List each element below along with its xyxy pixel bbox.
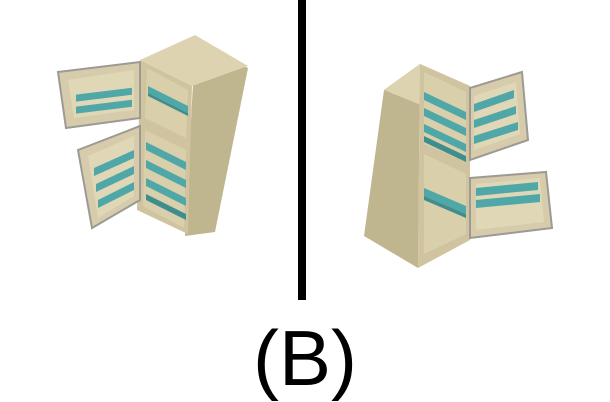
left-fridge-door-shelf [98,182,134,208]
right-fridge-upper-shelf [424,92,466,120]
vertical-divider [298,0,306,300]
right-fridge-door-shelf [476,182,538,196]
right-fridge-lower-shelf [424,188,466,214]
left-fridge-lower-shelf [146,194,186,220]
right-fridge-upper-shelf [424,108,466,136]
left-fridge-door-shelf [96,166,134,192]
left-fridge-door-shelf [76,99,132,114]
right-fridge-upper-shelf [424,136,466,162]
left-fridge-lower-shelf [146,142,186,170]
right-fridge-illustration [364,64,554,268]
right-fridge-side [364,64,420,268]
left-fridge-upper-shelf [148,86,188,113]
right-fridge-upper-shelf [424,124,466,152]
left-fridge-upper-shelf-face [148,93,188,116]
left-fridge-lower-shelf [146,160,186,188]
left-fridge-top [140,35,248,86]
left-fridge-lower-shelf [146,178,186,206]
right-fridge-door-shelf [474,90,514,112]
right-fridge-lower-shelf-face [424,196,466,218]
right-fridge-door-shelf [476,194,540,208]
left-fridge-door-shelf [94,150,134,176]
figure-caption: (B) [253,314,357,402]
left-fridge-door-shelf [76,87,132,102]
left-fridge-illustration [56,35,248,236]
right-fridge-door-shelf [474,122,518,144]
right-fridge-door-shelf [474,106,516,128]
left-fridge-side [185,45,248,236]
